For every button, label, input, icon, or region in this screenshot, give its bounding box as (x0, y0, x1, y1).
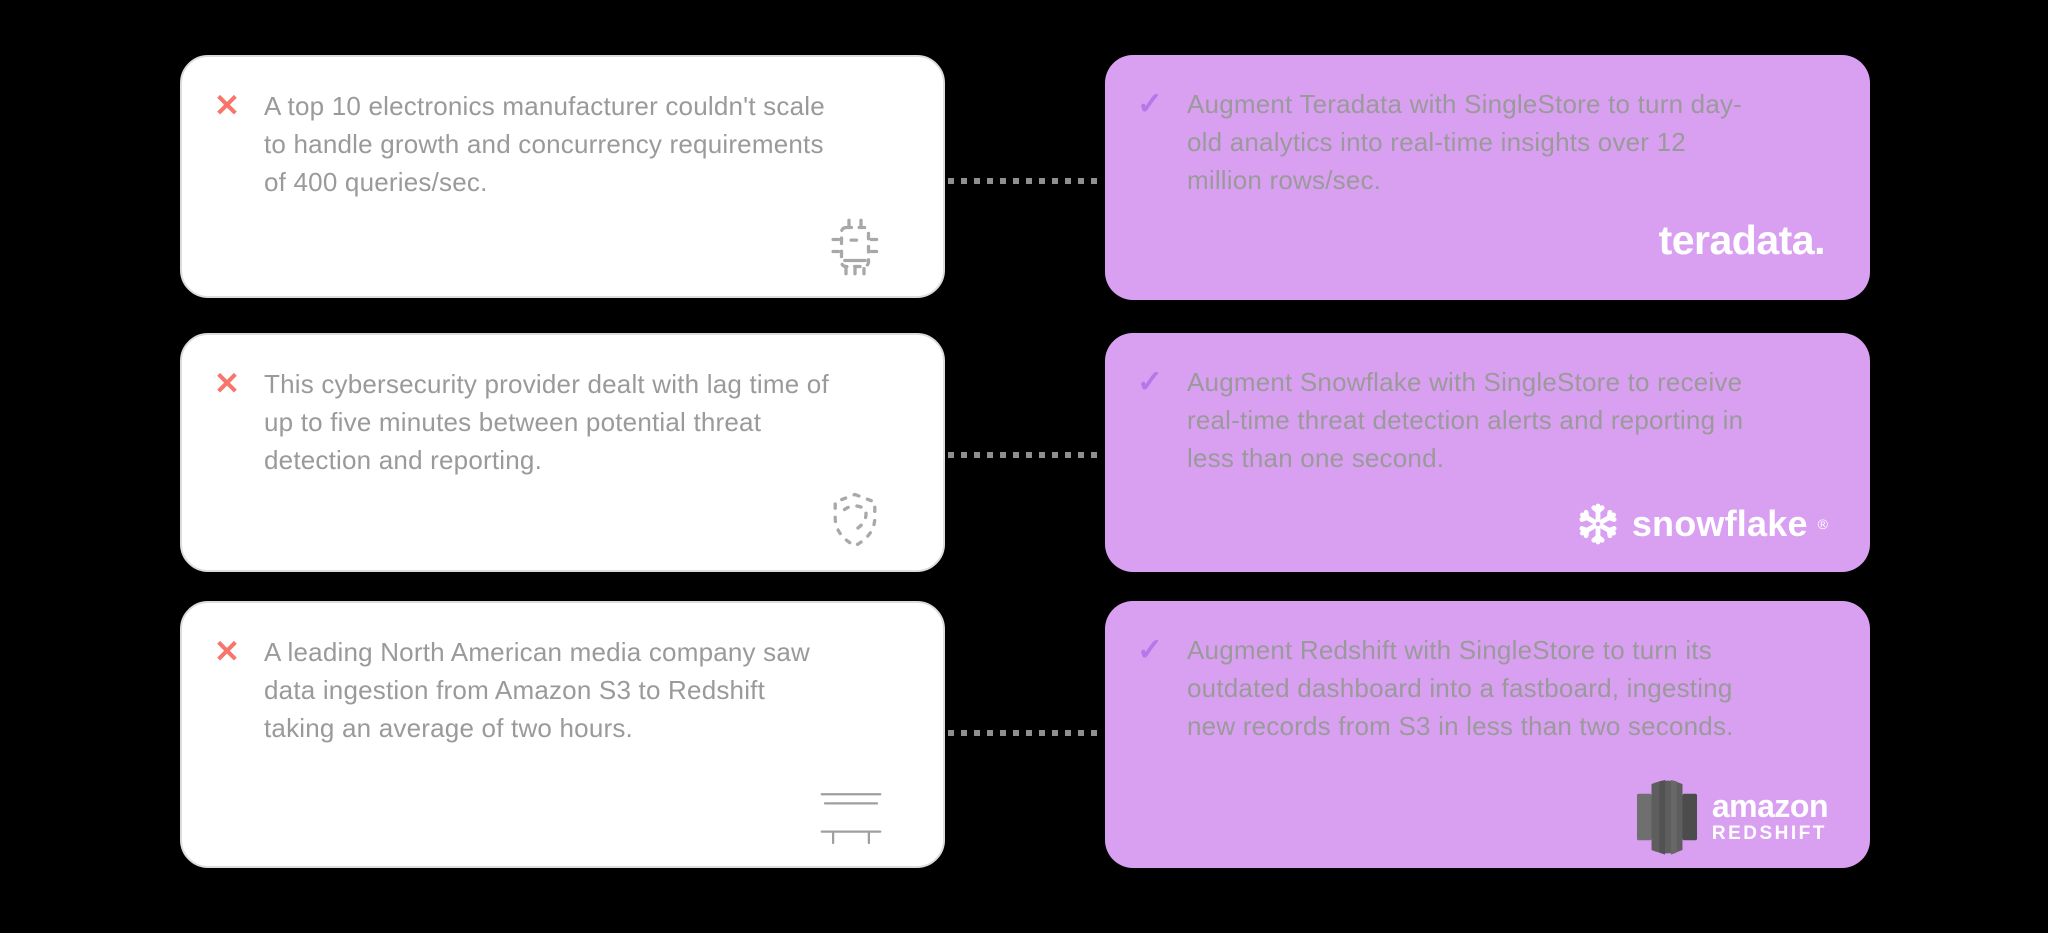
snowflake-logo-text: snowflake (1631, 503, 1808, 544)
problem-text: A top 10 electronics manufacturer couldn… (264, 91, 825, 197)
amazon-brand-text: amazon (1711, 788, 1829, 825)
solution-card: ✓ Augment Snowflake with SingleStore to … (1105, 333, 1870, 572)
solution-text: Augment Snowflake with SingleStore to re… (1187, 367, 1744, 473)
solution-card: ✓ Augment Teradata with SingleStore to t… (1105, 55, 1870, 300)
teradata-logo-text: teradata. (1658, 217, 1826, 263)
x-icon: ✕ (214, 366, 240, 401)
x-icon: ✕ (214, 88, 240, 123)
problem-content: ✕ This cybersecurity provider dealt with… (209, 365, 913, 479)
problem-card: ✕ A leading North American media company… (180, 601, 945, 868)
solution-content: ✓ Augment Teradata with SingleStore to t… (1132, 85, 1840, 199)
problem-text: A leading North American media company s… (264, 637, 811, 743)
problem-content: ✕ A top 10 electronics manufacturer coul… (209, 87, 913, 201)
amazon-redshift-logo-text: amazon REDSHIFT (1711, 788, 1829, 844)
solution-card: ✓ Augment Redshift with SingleStore to t… (1105, 601, 1870, 868)
x-icon: ✕ (214, 634, 240, 669)
solution-text: Augment Redshift with SingleStore to tur… (1187, 635, 1734, 741)
registered-mark: ® (1817, 516, 1828, 532)
check-icon: ✓ (1137, 86, 1163, 121)
check-icon: ✓ (1137, 364, 1163, 399)
dotted-connector (948, 452, 1104, 458)
dotted-connector (948, 178, 1104, 184)
table-lines-icon (811, 778, 891, 856)
chip-icon (819, 212, 891, 288)
snowflake-logo: snowflake ® (1574, 500, 1828, 548)
problem-text: This cybersecurity provider dealt with l… (264, 369, 829, 475)
problem-content: ✕ A leading North American media company… (209, 633, 913, 747)
shield-icon (819, 484, 891, 556)
redshift-database-icon (1636, 776, 1698, 858)
dotted-connector (948, 730, 1104, 736)
solution-content: ✓ Augment Redshift with SingleStore to t… (1132, 631, 1840, 745)
amazon-redshift-logo: amazon REDSHIFT (1636, 776, 1829, 858)
problem-card: ✕ This cybersecurity provider dealt with… (180, 333, 945, 572)
snowflake-icon (1574, 500, 1622, 548)
solution-content: ✓ Augment Snowflake with SingleStore to … (1132, 363, 1840, 477)
check-icon: ✓ (1137, 632, 1163, 667)
teradata-logo: teradata. (1658, 217, 1826, 264)
solution-text: Augment Teradata with SingleStore to tur… (1187, 89, 1743, 195)
problem-card: ✕ A top 10 electronics manufacturer coul… (180, 55, 945, 298)
redshift-product-text: REDSHIFT (1711, 822, 1827, 844)
